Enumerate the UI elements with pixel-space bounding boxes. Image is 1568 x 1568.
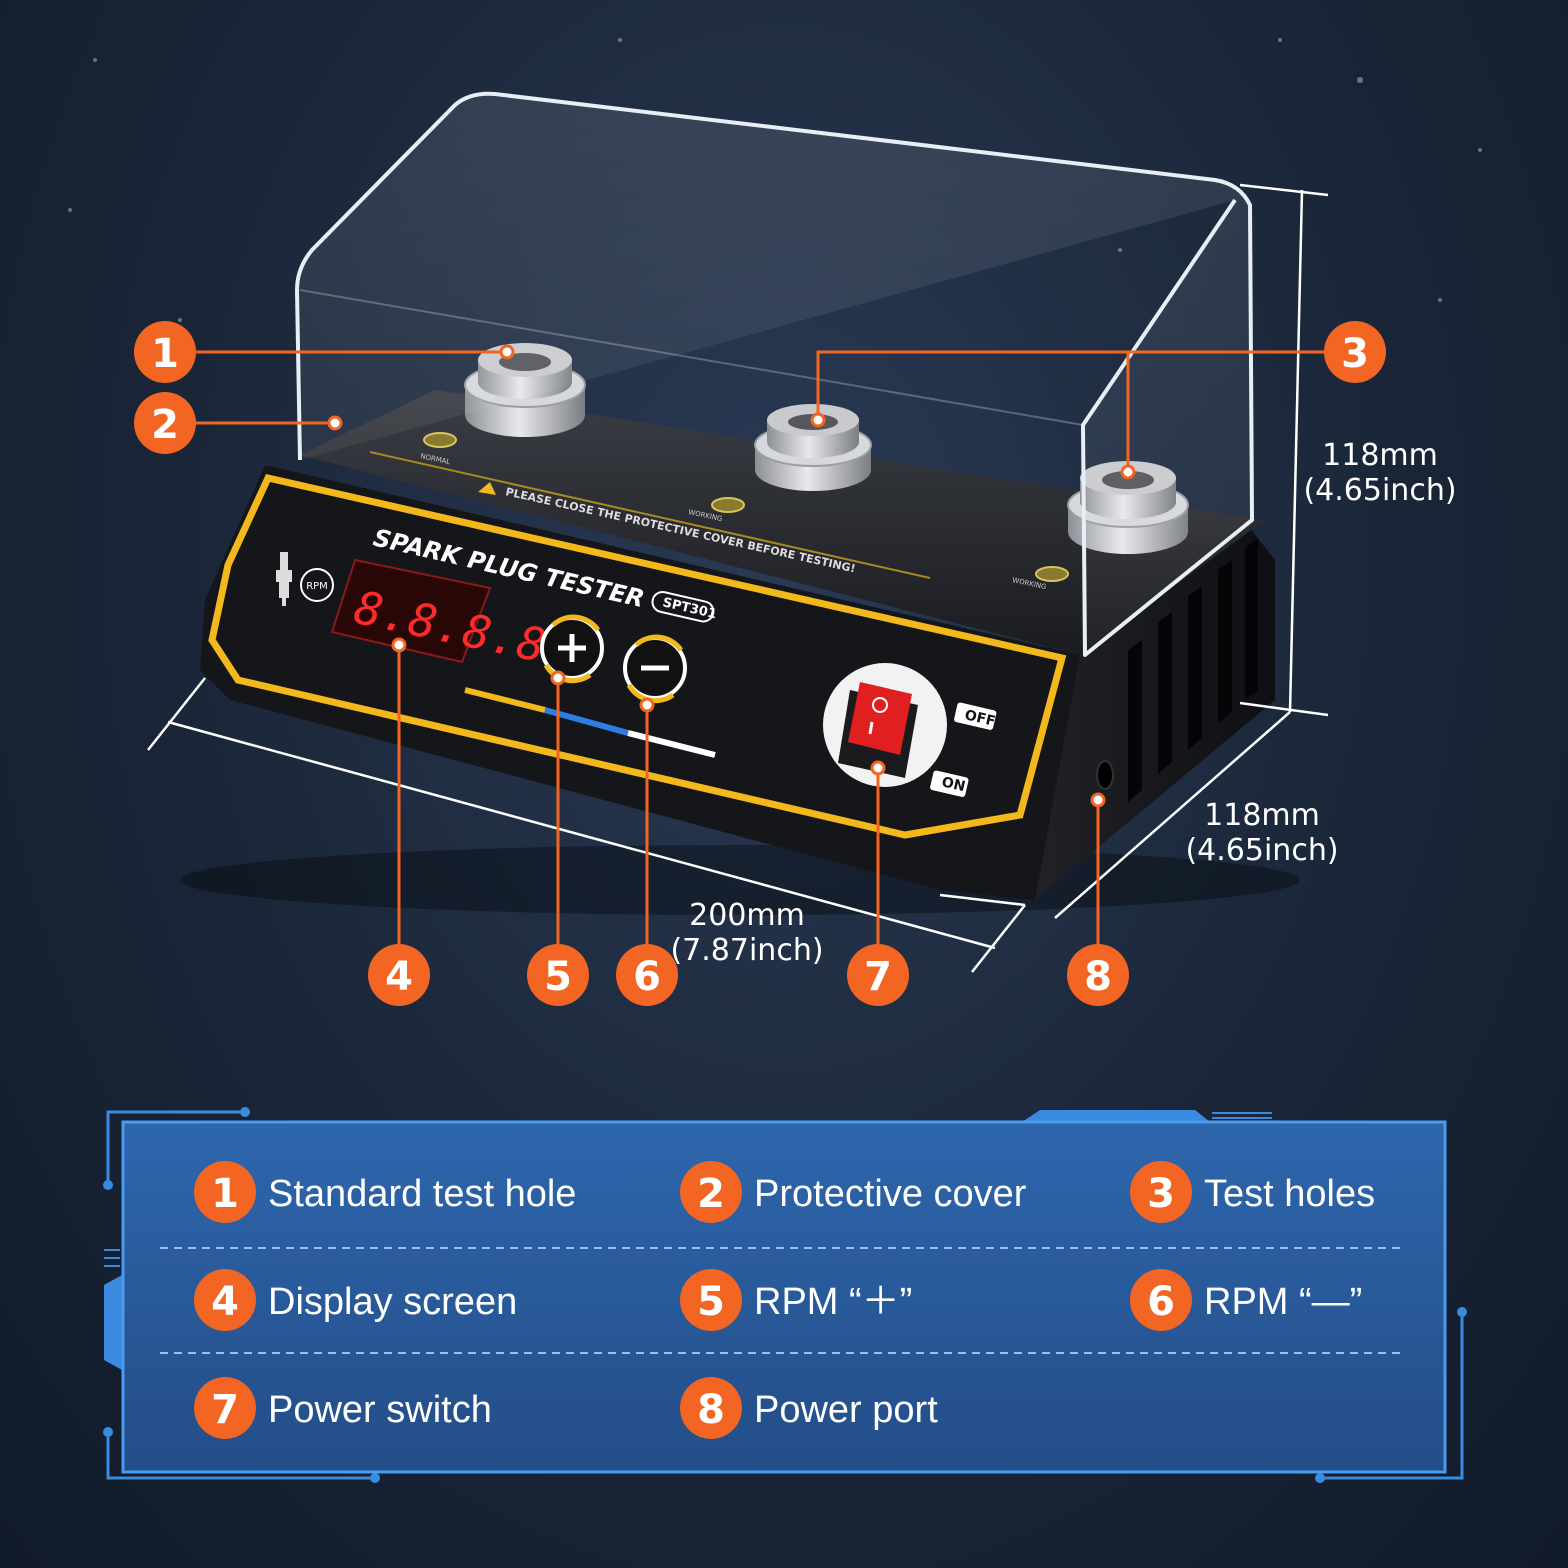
callout-badge-1: 1 bbox=[134, 321, 196, 383]
switch-on-label: ON bbox=[930, 770, 969, 797]
svg-text:Test holes: Test holes bbox=[1204, 1173, 1375, 1215]
legend-panel: 1 Standard test hole 2 Protective cover … bbox=[103, 1107, 1467, 1483]
callout-leaders bbox=[196, 350, 1325, 945]
callout-badge-3: 3 bbox=[1324, 321, 1386, 383]
legend-item-8: 8 Power port bbox=[680, 1377, 938, 1439]
svg-text:2: 2 bbox=[151, 402, 179, 448]
svg-text:6: 6 bbox=[633, 954, 661, 1000]
svg-text:Protective cover: Protective cover bbox=[754, 1173, 1027, 1215]
svg-text:8: 8 bbox=[1084, 954, 1112, 1000]
svg-text:Power switch: Power switch bbox=[268, 1389, 492, 1431]
svg-text:Display screen: Display screen bbox=[268, 1281, 517, 1323]
depth-inch: (4.65inch) bbox=[1185, 833, 1338, 868]
warning-icon bbox=[478, 482, 496, 495]
svg-text:3: 3 bbox=[1147, 1171, 1175, 1217]
svg-text:3: 3 bbox=[1341, 331, 1369, 377]
svg-text:OFF: OFF bbox=[963, 707, 997, 730]
svg-text:4: 4 bbox=[385, 954, 413, 1000]
svg-text:1: 1 bbox=[211, 1171, 239, 1217]
svg-text:RPM “＋”: RPM “＋” bbox=[754, 1281, 912, 1323]
callout-badge-5: 5 bbox=[527, 944, 589, 1006]
callout-badge-8: 8 bbox=[1067, 944, 1129, 1006]
svg-text:8: 8 bbox=[697, 1387, 725, 1433]
test-hole-center bbox=[754, 404, 872, 491]
legend-item-3: 3 Test holes bbox=[1130, 1161, 1375, 1223]
depth-mm: 118mm bbox=[1204, 798, 1320, 833]
background-stars bbox=[68, 38, 1482, 322]
svg-text:ON: ON bbox=[940, 774, 967, 795]
svg-text:5: 5 bbox=[544, 954, 572, 1000]
callout-dots bbox=[327, 344, 1136, 808]
legend-item-5: 5 RPM “＋” bbox=[680, 1269, 912, 1331]
legend-item-6: 6 RPM “—” bbox=[1130, 1269, 1362, 1331]
legend-item-2: 2 Protective cover bbox=[680, 1161, 1027, 1223]
protective-cover bbox=[295, 91, 1254, 657]
svg-text:5: 5 bbox=[697, 1279, 725, 1325]
legend-item-1: 1 Standard test hole bbox=[194, 1161, 576, 1223]
rpm-plus-button[interactable] bbox=[540, 614, 604, 684]
width-inch: (7.87inch) bbox=[670, 933, 823, 968]
switch-off-label: OFF bbox=[954, 702, 997, 730]
callout-badge-7: 7 bbox=[847, 944, 909, 1006]
svg-text:7: 7 bbox=[211, 1387, 239, 1433]
front-panel-frame bbox=[208, 473, 1067, 839]
svg-text:6: 6 bbox=[1147, 1279, 1175, 1325]
svg-text:RPM “—”: RPM “—” bbox=[1204, 1281, 1362, 1323]
legend-item-7: 7 Power switch bbox=[194, 1377, 492, 1439]
spark-plug-tester-device: PLEASE CLOSE THE PROTECTIVE COVER BEFORE… bbox=[180, 91, 1300, 915]
legend-item-4: 4 Display screen bbox=[194, 1269, 517, 1331]
svg-text:2: 2 bbox=[697, 1171, 725, 1217]
svg-text:7: 7 bbox=[864, 954, 892, 1000]
device-top-plate bbox=[300, 390, 1265, 655]
svg-text:Standard test hole: Standard test hole bbox=[268, 1173, 576, 1215]
callout-badge-6: 6 bbox=[616, 944, 678, 1006]
power-port bbox=[1096, 760, 1114, 790]
rpm-icon bbox=[300, 568, 334, 602]
spark-plug-icon bbox=[276, 552, 292, 606]
device-side bbox=[1020, 515, 1275, 900]
callout-badge-4: 4 bbox=[368, 944, 430, 1006]
svg-text:1: 1 bbox=[151, 331, 179, 377]
callout-badge-2: 2 bbox=[134, 392, 196, 454]
dimension-lines bbox=[147, 183, 1329, 973]
svg-text:Power port: Power port bbox=[754, 1389, 938, 1431]
rpm-minus-button[interactable] bbox=[623, 634, 687, 704]
power-switch[interactable] bbox=[823, 663, 947, 787]
width-mm: 200mm bbox=[689, 898, 805, 933]
height-mm: 118mm bbox=[1322, 438, 1438, 473]
side-vents bbox=[1128, 538, 1258, 802]
svg-text:4: 4 bbox=[211, 1279, 239, 1325]
height-inch: (4.65inch) bbox=[1303, 473, 1456, 508]
rpm-label: RPM bbox=[306, 581, 328, 592]
